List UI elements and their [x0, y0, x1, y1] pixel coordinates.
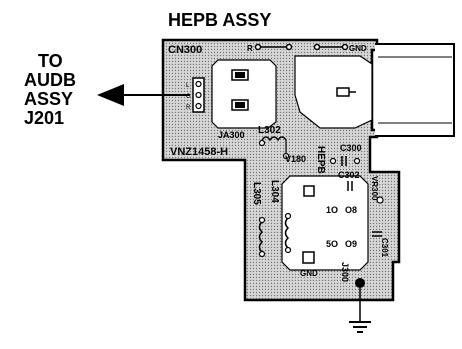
pin-label-o9: O9 — [345, 239, 357, 249]
trace-area-left-connector — [211, 59, 277, 129]
pad-c300-a — [329, 157, 337, 165]
pad-l305-top — [258, 216, 266, 224]
label-hepb: HEPB — [315, 146, 326, 174]
pad-top-3 — [313, 43, 321, 51]
ic-pin-square-bottom — [302, 251, 315, 264]
arrow-head — [97, 84, 124, 106]
pad-l304-bottom — [284, 246, 292, 254]
pin-label-5o: 5O — [326, 239, 338, 249]
pin-label-1o: 1O — [326, 205, 338, 215]
ground-via — [355, 278, 365, 288]
label-l304: L304 — [269, 180, 280, 203]
coil-l302 — [261, 136, 287, 142]
coil-l305 — [258, 221, 264, 253]
label-board-id: VNZ1458-H — [170, 146, 228, 158]
label-l305: L305 — [251, 182, 262, 205]
resistor-lower-fill — [235, 102, 245, 108]
coil-l304 — [284, 217, 290, 249]
diagram-title: HEPB ASSY — [168, 10, 271, 30]
pad-l304-top — [284, 212, 292, 220]
label-ja300: JA300 — [218, 130, 245, 140]
label-conn-l: L — [186, 83, 190, 89]
connector-pin-3 — [195, 102, 202, 110]
connector-pin-1 — [195, 80, 202, 88]
label-c300: C300 — [340, 143, 362, 153]
label-c302: C302 — [338, 170, 360, 180]
pad-gnd-top — [341, 43, 349, 51]
pad-vr300 — [376, 196, 384, 204]
ic-pin-square-top — [303, 185, 315, 197]
label-gnd-bottom: GND — [300, 269, 318, 278]
arrow-label-line-2: AUDB — [24, 70, 76, 90]
headphone-jack-body — [375, 43, 455, 137]
jack-contact — [336, 87, 350, 97]
trace-area-top-right — [294, 55, 373, 129]
pad-l305-bottom — [258, 250, 266, 258]
pad-c300-b — [353, 157, 361, 165]
pad-l302-a — [258, 139, 266, 147]
resistor-upper-fill — [235, 72, 245, 78]
label-conn-g: G — [186, 94, 191, 100]
pad-top-2 — [285, 43, 293, 51]
label-gnd-top: GND — [349, 44, 367, 53]
label-vr300: VR300 — [370, 176, 379, 201]
pin-label-o8: O8 — [345, 205, 357, 215]
label-v180: V180 — [285, 154, 306, 164]
arrow-label-line-4: J201 — [24, 108, 64, 128]
label-c301: C301 — [380, 238, 389, 258]
label-j300: J300 — [340, 262, 350, 282]
label-l302: L302 — [258, 125, 281, 136]
label-conn-r: R — [186, 105, 191, 111]
pad-l302-b — [282, 152, 290, 160]
arrow-label-line-3: ASSY — [24, 89, 73, 109]
pad-r-top — [254, 43, 262, 51]
connector-pin-2 — [195, 91, 202, 99]
label-cn300: CN300 — [168, 44, 202, 56]
arrow-label-line-1: TO — [38, 51, 63, 71]
trace-area-center — [281, 175, 369, 271]
label-r-top: R — [247, 44, 253, 53]
